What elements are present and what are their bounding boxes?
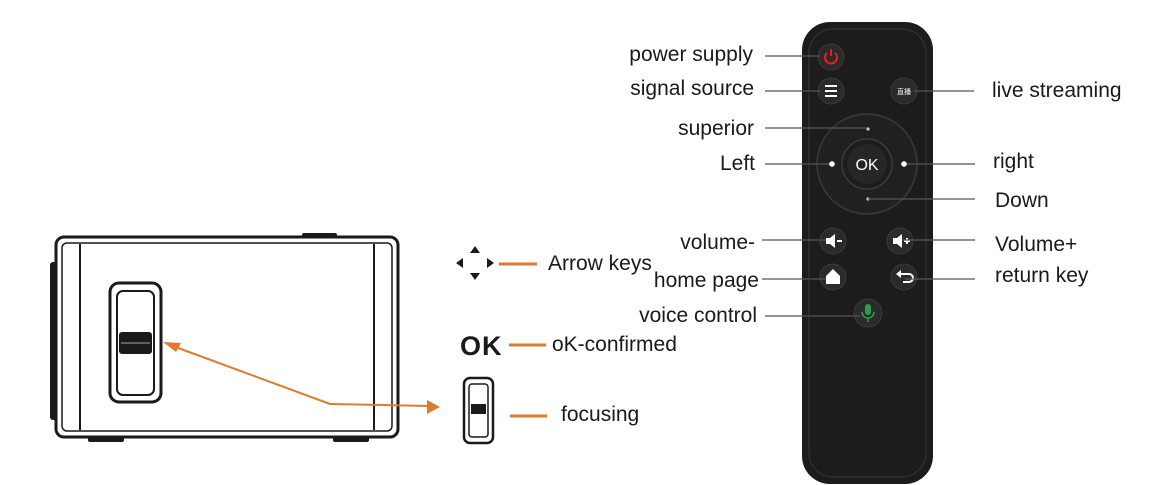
ok-button-text: OK [855, 157, 878, 174]
ok-button[interactable] [847, 144, 887, 184]
power-button[interactable] [817, 43, 845, 71]
projector [50, 233, 400, 442]
live-button-text: 直播 [897, 87, 911, 96]
leader-lines [762, 55, 975, 317]
arrow-keys-icon [456, 246, 494, 280]
remote-control: 直播 OK [802, 22, 933, 484]
volume-down-icon [826, 234, 842, 248]
power-icon [824, 49, 838, 65]
label-arrow-keys: Arrow keys [548, 252, 652, 275]
label-ok-confirmed: oK-confirmed [552, 333, 677, 356]
focus-arrow [163, 342, 440, 414]
label-live-streaming: live streaming [992, 79, 1122, 102]
volume-up-icon [893, 234, 910, 248]
microphone-icon [861, 304, 875, 322]
focus-window-inner [116, 290, 155, 396]
label-focusing: focusing [561, 403, 640, 426]
label-signal-source: signal source [630, 77, 754, 100]
home-icon [826, 269, 840, 284]
projector-inner-outline [61, 242, 393, 432]
label-left: Left [719, 152, 755, 175]
arrow-keys-legend [456, 246, 537, 280]
return-icon [896, 270, 914, 283]
label-voice-control: voice control [639, 304, 757, 327]
label-down: Down [995, 189, 1049, 212]
leader-dots [829, 161, 907, 167]
label-volume-minus: volume- [680, 231, 755, 254]
label-volume-plus: Volume+ [995, 233, 1078, 256]
label-return-key: return key [995, 264, 1089, 287]
label-home-page: home page [653, 269, 759, 292]
return-button[interactable] [890, 263, 918, 291]
projector-body [54, 235, 400, 439]
ok-symbol: OK [460, 331, 503, 361]
focus-wheel-icon [462, 376, 495, 445]
label-right: right [993, 150, 1034, 173]
menu-icon [825, 85, 837, 97]
label-power-supply: power supply [629, 43, 753, 66]
label-superior: superior [678, 117, 754, 140]
dpad-up[interactable] [866, 127, 870, 131]
